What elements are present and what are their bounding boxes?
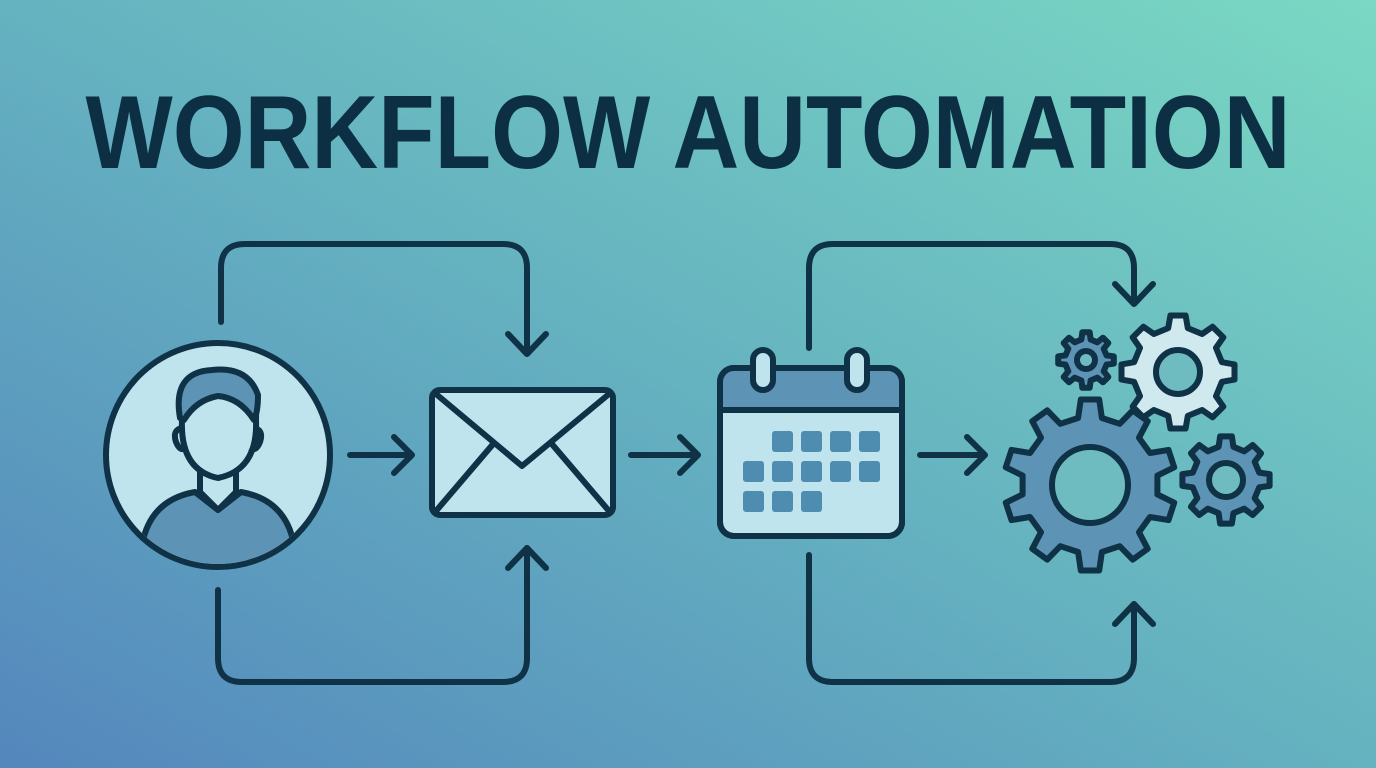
- calendar-day: [743, 461, 764, 482]
- page-title: WORKFLOW AUTOMATION: [86, 75, 1291, 191]
- calendar-day: [859, 431, 880, 452]
- gear-hub: [1153, 347, 1203, 397]
- connector-top-right: [806, 241, 1137, 351]
- arrow-right-icon: [347, 434, 415, 476]
- calendar-day: [830, 431, 851, 452]
- connector-bottom-left: [215, 545, 530, 685]
- calendar-day: [801, 491, 822, 512]
- calendar-day: [859, 461, 880, 482]
- arrowhead-down-icon: [505, 331, 549, 357]
- arrowhead-down-icon: [1112, 281, 1156, 307]
- calendar-day: [743, 491, 764, 512]
- calendar-day: [772, 491, 793, 512]
- gear-hub: [1074, 348, 1098, 372]
- arrow-right-icon: [628, 434, 701, 476]
- arrow-right-icon: [917, 434, 988, 476]
- connector-top-left: [218, 241, 530, 355]
- calendar-icon: [717, 347, 905, 539]
- calendar-day: [772, 431, 793, 452]
- arrowhead-up-icon: [505, 545, 549, 571]
- gear-hub: [1206, 460, 1246, 500]
- user-icon: [103, 340, 333, 570]
- connector-bottom-right: [806, 552, 1137, 685]
- envelope-icon: [429, 387, 616, 518]
- calendar-day: [772, 461, 793, 482]
- calendar-day: [801, 461, 822, 482]
- calendar-day: [830, 461, 851, 482]
- gear-hub: [1049, 444, 1131, 526]
- gears-icon: [1002, 312, 1273, 574]
- arrowhead-up-icon: [1112, 601, 1156, 627]
- calendar-day: [801, 431, 822, 452]
